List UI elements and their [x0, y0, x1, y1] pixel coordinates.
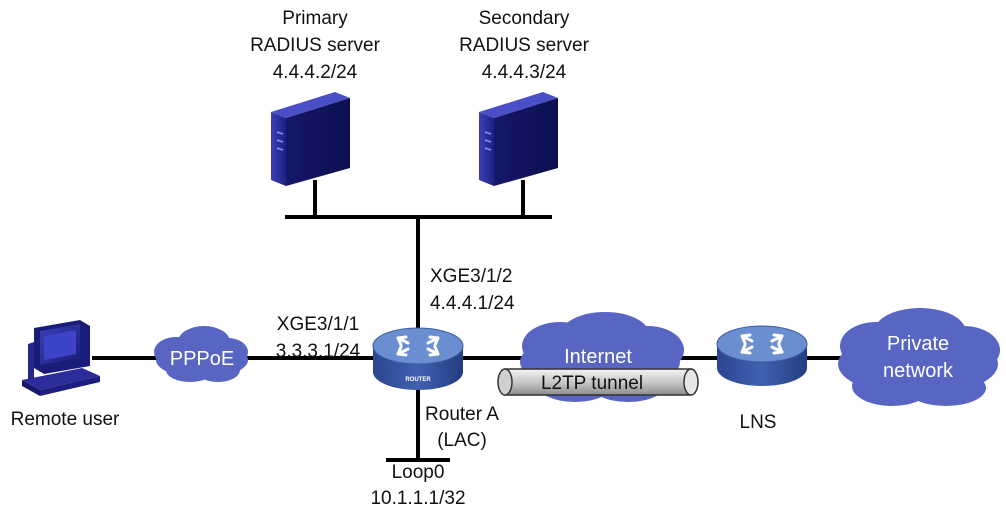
tunnel-right-end [683, 368, 699, 396]
router-a: ROUTER Router A (LAC) [372, 327, 499, 451]
links [92, 180, 845, 462]
private-network-label-line1: Private [887, 333, 949, 355]
router-icon: ROUTER [372, 327, 464, 390]
server-icon [271, 92, 350, 186]
router-a-role: (LAC) [437, 430, 487, 451]
router-uplink-interface-name: XGE3/1/2 [430, 266, 512, 287]
router-badge: ROUTER [405, 377, 431, 383]
loopback-name: Loop0 [392, 462, 445, 483]
loopback-ip: 10.1.1.1/32 [370, 488, 465, 509]
l2tp-tunnel: L2TP tunnel [497, 368, 699, 396]
secondary-radius-server: Secondary RADIUS server 4.4.4.3/24 [459, 8, 590, 186]
pppoe-label: PPPoE [170, 348, 234, 370]
primary-server-title-line2: RADIUS server [250, 35, 381, 56]
router-left-interface-ip: 3.3.3.1/24 [276, 341, 361, 362]
primary-server-ip: 4.4.4.2/24 [273, 62, 358, 83]
primary-radius-server: Primary RADIUS server 4.4.4.2/24 [250, 8, 381, 186]
remote-user: Remote user [11, 320, 120, 430]
router-left-interface-name: XGE3/1/1 [277, 314, 359, 335]
tunnel-label: L2TP tunnel [541, 373, 643, 394]
pppoe-cloud: PPPoE [154, 326, 248, 382]
private-network-label-line2: network [883, 360, 954, 382]
primary-server-title-line1: Primary [282, 8, 348, 29]
lns-label: LNS [740, 412, 777, 433]
lns-device: LNS [716, 325, 808, 433]
secondary-server-ip: 4.4.4.3/24 [482, 62, 567, 83]
private-network-cloud: Private network [838, 308, 1000, 406]
router-uplink-interface-ip: 4.4.4.1/24 [430, 293, 515, 314]
router-a-name: Router A [425, 404, 499, 425]
cloud-icon [838, 308, 1000, 406]
secondary-server-title-line1: Secondary [479, 8, 570, 29]
remote-user-label: Remote user [11, 409, 120, 430]
secondary-server-title-line2: RADIUS server [459, 35, 590, 56]
router-icon [716, 325, 808, 386]
tunnel-pipe [504, 368, 692, 396]
pc-icon [22, 320, 100, 396]
server-icon [479, 92, 558, 186]
cloud-icon [154, 326, 248, 382]
tunnel-left-end [497, 368, 513, 396]
internet-label: Internet [564, 346, 632, 368]
